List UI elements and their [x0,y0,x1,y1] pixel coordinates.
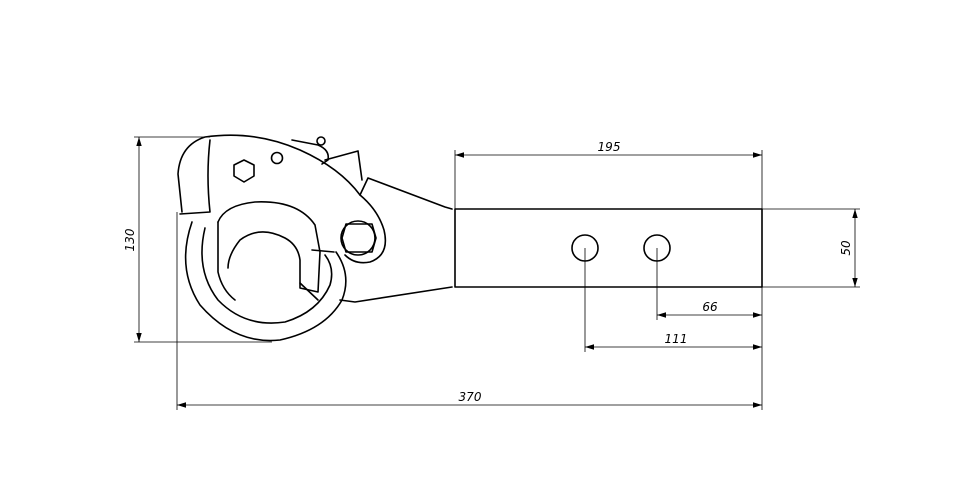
dim-label-195: 195 [598,140,621,154]
lower-strap [339,286,453,303]
pivot-hole [270,151,284,165]
hook-tip-cap [311,249,335,253]
dim-label-111: 111 [665,332,688,346]
dimension-111: 111 [585,332,762,350]
dim-label-370: 370 [459,390,482,404]
hook-throat [217,201,321,293]
latch-pin [316,136,326,146]
dim-label-66: 66 [702,300,718,314]
dim-label-50: 50 [839,240,853,256]
dimension-50: 50 [839,209,858,287]
housing-wedge [359,177,453,210]
bolt-washer [340,220,376,256]
dim-label-130: 130 [123,228,137,251]
jaw-inner-line [179,139,211,215]
hook-joint [299,282,319,301]
tow-hook-body [177,134,453,342]
latch-lever [291,139,330,165]
hook-throat-left [217,221,236,301]
dimension-195: 195 [455,140,762,158]
top-plate [324,150,363,181]
hook-ring-inner [201,227,333,324]
shank [454,208,763,288]
hook-ring-outer [184,221,347,342]
dimension-130: 130 [123,137,142,342]
dimension-370: 370 [177,390,762,408]
shank-bar [454,208,763,288]
hex-bolt-upper [233,159,255,183]
hex-bolt-lower [341,223,377,253]
dimension-66: 66 [657,300,762,318]
extension-lines [134,136,860,410]
